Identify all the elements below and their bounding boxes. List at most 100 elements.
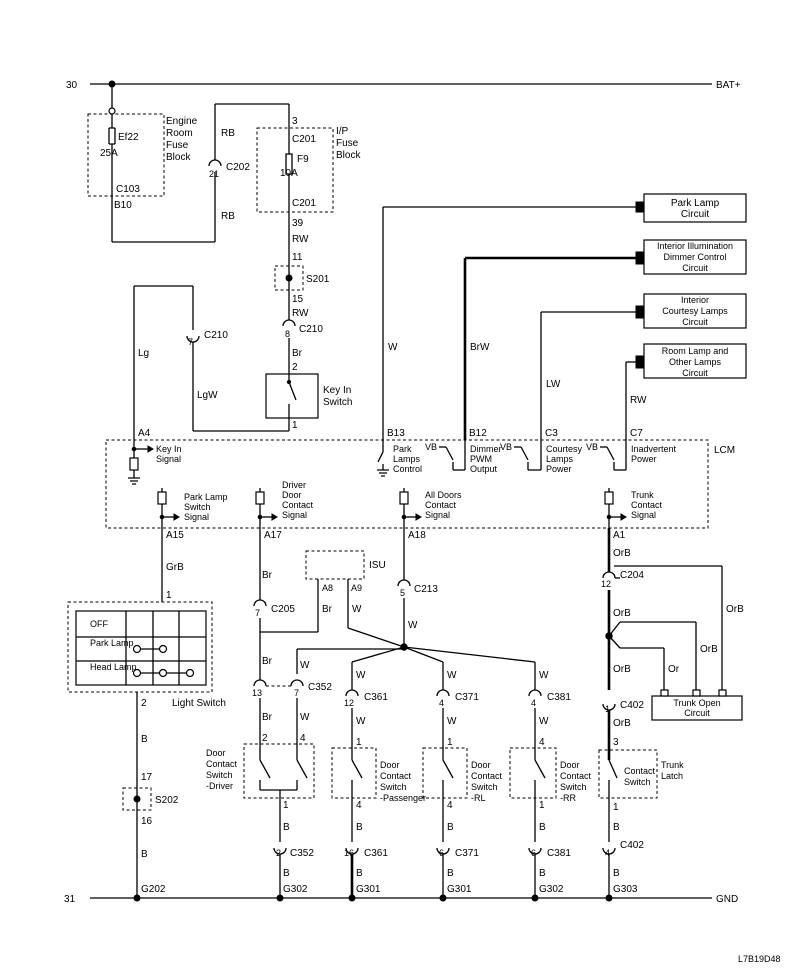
lcm-courtesy-signal-3: Power <box>546 464 572 474</box>
room-lamp-label-1: Room Lamp and <box>662 346 729 356</box>
fuse-ef22-label: Ef22 <box>118 132 139 143</box>
keyin-switch-label-1: Key In <box>323 385 351 396</box>
wire-b-label-rl: B <box>447 822 454 833</box>
lcm-parkswitch-signal-1: Park Lamp <box>184 492 228 502</box>
rl-pin-top: 1 <box>447 737 453 748</box>
pin-a4: A4 <box>138 428 151 439</box>
passenger-pin-bottom: 4 <box>356 800 362 811</box>
interior-courtesy-circuit: Interior Courtesy Lamps Circuit LW <box>540 293 747 440</box>
wire-w-label-driver2: W <box>300 660 310 671</box>
interior-illum-label-2: Dimmer Control <box>663 252 726 262</box>
lcm-trunk-signal-1: Trunk <box>631 490 654 500</box>
ip-fuse-block-label-3: Block <box>336 150 361 161</box>
lcm-input-a1: Trunk Contact Signal <box>604 488 663 528</box>
driver-pin-a: 2 <box>262 733 268 744</box>
passenger-switch-label-1: Door <box>380 760 400 770</box>
wire-w-label-a18: W <box>408 620 418 631</box>
trunk-branch: A1 OrB 12 C204 OrB OrB OrB Or OrB Trunk … <box>598 528 744 898</box>
lcm-driverdoor-signal-2: Door <box>282 490 302 500</box>
interior-illum-label-3: Circuit <box>682 263 708 273</box>
ip-fuse-pin-bottom: 39 <box>292 218 304 229</box>
wire-b-label-driver: B <box>283 822 290 833</box>
rl-switch-label-3: Switch <box>471 782 498 792</box>
wire-lw-label: LW <box>546 379 561 390</box>
wire-rw-label-2: RW <box>292 308 309 319</box>
driver-switch-label-3: Switch <box>206 770 233 780</box>
wire-orb-label-5: OrB <box>613 718 631 729</box>
wire-br-label-1: Br <box>262 570 273 581</box>
connector-c210b: C210 <box>299 324 323 335</box>
wire-b-label-pass: B <box>356 822 363 833</box>
fuse-f9-label: F9 <box>297 154 309 165</box>
ground-g302b: G302 <box>539 884 564 895</box>
pin-b13: B13 <box>387 428 405 439</box>
wire-w-label-rr: W <box>539 670 549 681</box>
wire-w-label-park: W <box>388 342 398 353</box>
lcm-park-signal-2: Lamps <box>393 454 421 464</box>
lcm-dimmer-signal-3: Output <box>470 464 498 474</box>
wire-rb-label-1: RB <box>221 128 235 139</box>
passenger-switch-label-4: -Passenger <box>380 793 426 803</box>
engine-room-fuse-block: Ef22 25A Engine Room Fuse Block C103 B10 <box>87 84 215 243</box>
pin-a15: A15 <box>166 530 184 541</box>
lcm-courtesy-signal-1: Courtesy <box>546 444 583 454</box>
pin-a8: A8 <box>322 583 333 593</box>
lcm-trunk-signal-2: Contact <box>631 500 663 510</box>
park-lamp-circuit-label-1: Park Lamp <box>671 198 720 209</box>
rl-switch-label-1: Door <box>471 760 491 770</box>
rw-wire: RW 11 S201 15 RW 8 C210 Br 2 <box>274 212 330 374</box>
keyin-pin-top: 2 <box>292 362 298 373</box>
drawing-code: L7B19D48 <box>738 954 781 964</box>
lcm-module: LCM A4 Key In Signal B13 Park Lamps Cont… <box>105 428 735 529</box>
trunk-open-label-1: Trunk Open <box>673 698 720 708</box>
rail-31-label: 31 <box>64 894 76 905</box>
lcm-park-signal-3: Control <box>393 464 422 474</box>
connector-c352: C352 <box>308 682 332 693</box>
lcm-alldoors-signal-3: Signal <box>425 510 450 520</box>
connector-c371: C371 <box>455 692 479 703</box>
wire-orb-label-3: OrB <box>700 644 718 655</box>
wire-br-label-isu: Br <box>322 604 333 615</box>
lcm-courtesy-signal-2: Lamps <box>546 454 574 464</box>
passenger-switch-label-2: Contact <box>380 771 412 781</box>
keyin-switch-label-2: Switch <box>323 397 352 408</box>
rl-switch-label-4: -RL <box>471 793 486 803</box>
wire-orb-label-right: OrB <box>726 604 744 615</box>
ip-fuse-connector-top: C201 <box>292 134 316 145</box>
lcm-inadvertent-signal-1: Inadvertent <box>631 444 677 454</box>
wire-b-label-ls2: B <box>141 849 148 860</box>
trunk-latch-label-1: Trunk <box>661 760 684 770</box>
light-switch-pin-bottom: 2 <box>141 698 147 709</box>
rl-switch-label-2: Contact <box>471 771 503 781</box>
ground-g301a: G301 <box>356 884 381 895</box>
driver-switch-label-4: -Driver <box>206 781 233 791</box>
interior-courtesy-label-1: Interior <box>681 295 709 305</box>
c402b-pin: 4 <box>605 848 610 858</box>
wire-b-label-trunk: B <box>613 822 620 833</box>
keyin-pin-bottom: 1 <box>292 420 298 431</box>
c361-pin: 12 <box>344 698 354 708</box>
fuse-f9-rating: 10A <box>280 168 298 179</box>
c352b-pin: 2 <box>276 848 281 858</box>
wire-b-label-rl2: B <box>447 868 454 879</box>
fuse-ef22-rating: 25A <box>100 148 118 159</box>
lcm-input-a15: Park Lamp Switch Signal <box>157 488 228 528</box>
driver-switch-label-2: Contact <box>206 759 238 769</box>
driver-switch-label-1: Door <box>206 748 226 758</box>
ip-fuse-block-label-2: Fuse <box>336 138 359 149</box>
interior-courtesy-label-3: Circuit <box>682 317 708 327</box>
driver-pin-b: 4 <box>300 733 306 744</box>
light-switch-label: Light Switch <box>172 698 226 709</box>
wire-b-label-driver2: B <box>283 868 290 879</box>
trunk-latch-pin-top: 3 <box>613 737 619 748</box>
c371b-pin: 6 <box>439 848 444 858</box>
engine-fuse-block-label-3: Fuse <box>166 140 189 151</box>
c402-pin: 1 <box>605 704 610 714</box>
all-doors-bus: A18 5 C213 W W <box>347 528 536 663</box>
pin-a18: A18 <box>408 530 426 541</box>
connector-c402b: C402 <box>620 840 644 851</box>
lcm-parkswitch-signal-3: Signal <box>184 512 209 522</box>
ground-g202: G202 <box>141 884 166 895</box>
rr-switch-label-1: Door <box>560 760 580 770</box>
